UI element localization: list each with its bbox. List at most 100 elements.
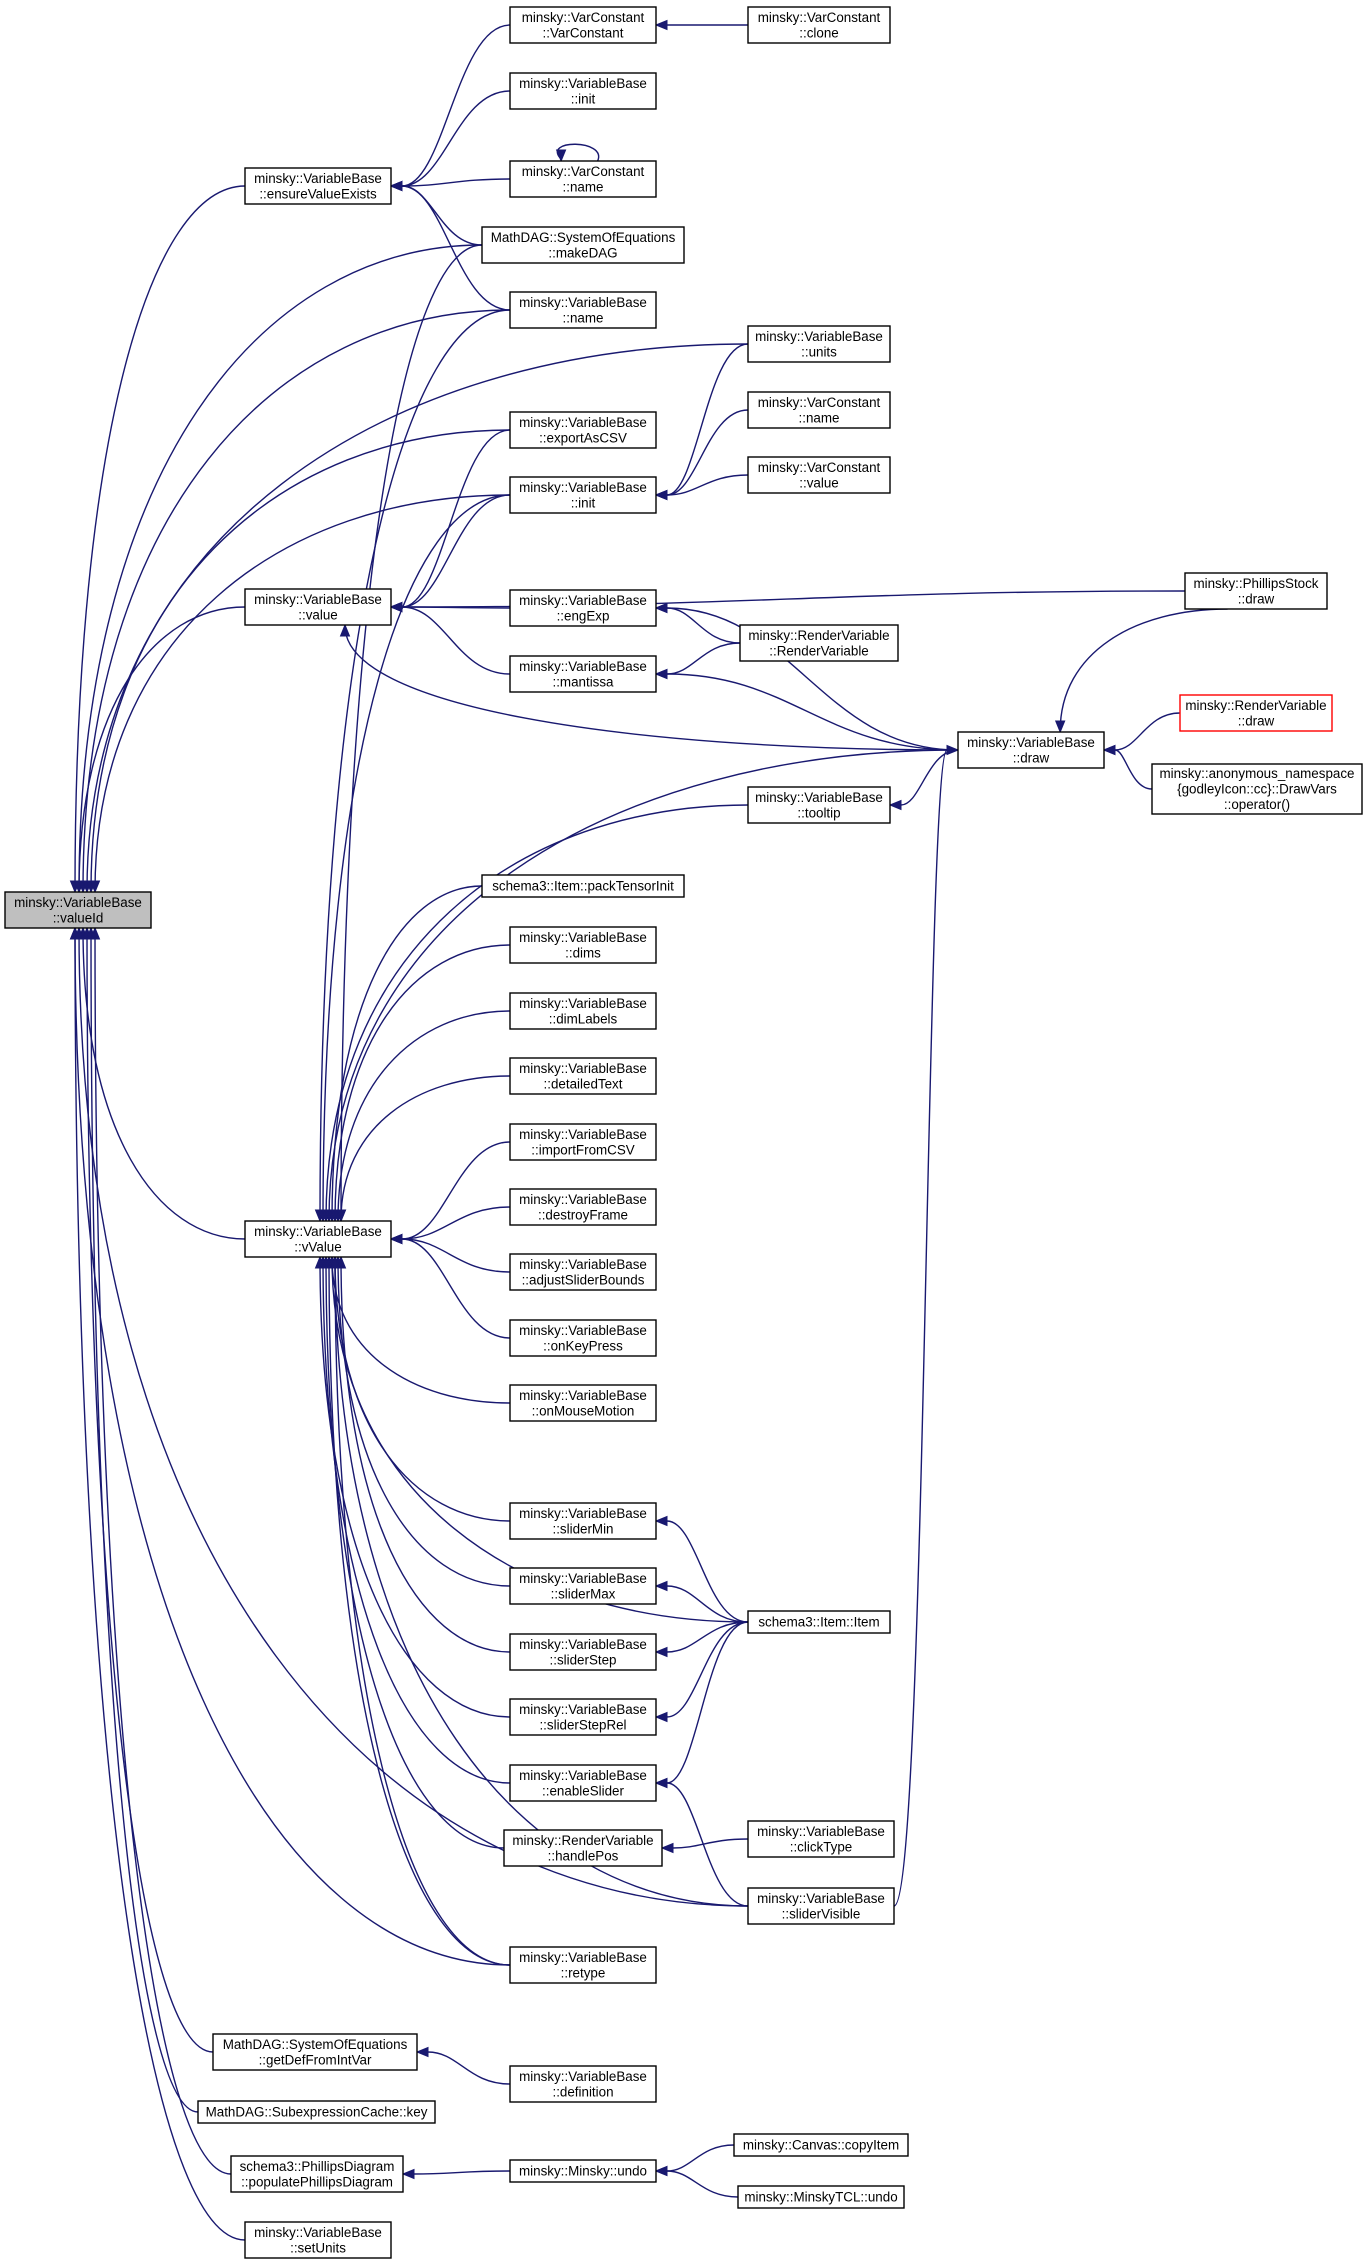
node-adjust-slider-bounds[interactable]: minsky::VariableBase::adjustSliderBounds bbox=[509, 1253, 657, 1291]
node-label-line: minsky::VariableBase bbox=[757, 1824, 885, 1839]
node-dims[interactable]: minsky::VariableBase::dims bbox=[509, 926, 657, 964]
node-label-line: ::dimLabels bbox=[549, 1011, 618, 1026]
call-edge-definition-to-getDefFromIntVar bbox=[415, 2046, 511, 2085]
node-label-line: ::name bbox=[563, 310, 604, 325]
call-edge-vcValue-to-vbInit2 bbox=[654, 474, 749, 501]
node-destroy-frame[interactable]: minsky::VariableBase::destroyFrame bbox=[509, 1188, 657, 1226]
node-label-line: minsky::VariableBase bbox=[519, 295, 647, 310]
call-edge-mantissa-to-value bbox=[389, 601, 511, 675]
node-on-mouse-motion[interactable]: minsky::VariableBase::onMouseMotion bbox=[509, 1384, 657, 1422]
node-label-line: ::destroyFrame bbox=[538, 1207, 628, 1222]
node-dim-labels[interactable]: minsky::VariableBase::dimLabels bbox=[509, 992, 657, 1030]
node-vc-var-constant[interactable]: minsky::VarConstant::VarConstant bbox=[509, 6, 657, 44]
call-edge-vcVarConstant-to-ensureValueExists bbox=[389, 24, 511, 192]
node-label-line: ::engExp bbox=[557, 608, 610, 623]
node-get-def-from-int-var[interactable]: MathDAG::SystemOfEquations::getDefFromIn… bbox=[212, 2033, 418, 2071]
call-edge-phillipsStockDraw-to-vbDraw bbox=[1054, 608, 1228, 734]
call-edge-itemItem-to-enableSlider bbox=[654, 1621, 749, 1789]
call-edge-sliderMax-to-vValue bbox=[332, 1255, 511, 1587]
call-edge-retype-to-vValue bbox=[329, 1255, 511, 1966]
node-export-as-c-s-v[interactable]: minsky::VariableBase::exportAsCSV bbox=[509, 411, 657, 449]
node-eng-exp[interactable]: minsky::VariableBase::engExp bbox=[509, 589, 657, 627]
node-label-line: minsky::VariableBase bbox=[519, 1768, 647, 1783]
node-tooltip[interactable]: minsky::VariableBase::tooltip bbox=[747, 786, 891, 824]
node-vc-name1[interactable]: minsky::VarConstant::name bbox=[509, 160, 657, 198]
call-edge-minskyUndo-to-populatePhillipsDiagram bbox=[401, 2168, 511, 2180]
node-slider-step-rel[interactable]: minsky::VariableBase::sliderStepRel bbox=[509, 1698, 657, 1736]
node-retype[interactable]: minsky::VariableBase::retype bbox=[509, 1946, 657, 1984]
node-label-line: minsky::anonymous_namespace bbox=[1159, 766, 1354, 781]
node-value-id[interactable]: minsky::VariableBase::valueId bbox=[4, 891, 152, 929]
node-label-line: {godleyIcon::cc}::DrawVars bbox=[1177, 782, 1337, 797]
call-edge-vbName-to-ensureValueExists bbox=[389, 180, 511, 311]
call-edge-vcClone-to-vcVarConstant bbox=[654, 19, 748, 31]
call-edge-tclUndo-to-minskyUndo bbox=[654, 2165, 739, 2198]
call-edge-vValue-to-valueId bbox=[77, 926, 246, 1240]
node-tcl-undo[interactable]: minsky::MinskyTCL::undo bbox=[737, 2185, 905, 2209]
node-slider-max[interactable]: minsky::VariableBase::sliderMax bbox=[509, 1567, 657, 1605]
node-click-type[interactable]: minsky::VariableBase::clickType bbox=[747, 1820, 895, 1858]
node-label-line: ::sliderVisible bbox=[782, 1906, 861, 1921]
node-label-line: ::clone bbox=[799, 25, 838, 40]
node-handle-pos[interactable]: minsky::RenderVariable::handlePos bbox=[503, 1829, 663, 1867]
node-label-line: ::onKeyPress bbox=[543, 1338, 623, 1353]
node-ensure-value-exists[interactable]: minsky::VariableBase::ensureValueExists bbox=[244, 167, 392, 205]
call-edge-itemItem-to-sliderStep bbox=[654, 1621, 749, 1658]
node-vc-value[interactable]: minsky::VarConstant::value bbox=[747, 456, 891, 494]
node-on-key-press[interactable]: minsky::VariableBase::onKeyPress bbox=[509, 1319, 657, 1357]
node-label-line: minsky::RenderVariable bbox=[748, 628, 889, 643]
node-vb-init2[interactable]: minsky::VariableBase::init bbox=[509, 476, 657, 514]
node-phillips-stock-draw[interactable]: minsky::PhillipsStock::draw bbox=[1184, 572, 1328, 610]
node-copy-item[interactable]: minsky::Canvas::copyItem bbox=[733, 2133, 909, 2157]
node-value[interactable]: minsky::VariableBase::value bbox=[244, 588, 392, 626]
node-make-d-a-g[interactable]: MathDAG::SystemOfEquations::makeDAG bbox=[481, 226, 685, 264]
node-label-line: minsky::RenderVariable bbox=[512, 1833, 653, 1848]
node-label-line: schema3::PhillipsDiagram bbox=[240, 2159, 395, 2174]
call-edge-destroyFrame-to-vValue bbox=[389, 1206, 511, 1245]
call-edge-vbDraw-to-value bbox=[339, 623, 959, 751]
call-edge-dims-to-vValue bbox=[329, 944, 511, 1223]
node-label-line: minsky::VariableBase bbox=[519, 659, 647, 674]
node-label-line: minsky::VarConstant bbox=[758, 460, 881, 475]
node-label-line: minsky::VariableBase bbox=[519, 76, 647, 91]
call-edge-enableSlider-to-vValue bbox=[317, 1255, 511, 1784]
node-draw-vars-op[interactable]: minsky::anonymous_namespace{godleyIcon::… bbox=[1151, 763, 1363, 815]
node-minsky-undo[interactable]: minsky::Minsky::undo bbox=[509, 2159, 657, 2183]
node-rv-draw[interactable]: minsky::RenderVariable::draw bbox=[1179, 694, 1333, 732]
node-set-units[interactable]: minsky::VariableBase::setUnits bbox=[244, 2221, 392, 2259]
node-definition[interactable]: minsky::VariableBase::definition bbox=[509, 2065, 657, 2103]
node-vb-init1[interactable]: minsky::VariableBase::init bbox=[509, 72, 657, 110]
node-import-from-c-s-v[interactable]: minsky::VariableBase::importFromCSV bbox=[509, 1123, 657, 1161]
node-label-line: minsky::VariableBase bbox=[519, 1702, 647, 1717]
node-label-line: ::importFromCSV bbox=[531, 1142, 634, 1157]
node-slider-visible[interactable]: minsky::VariableBase::sliderVisible bbox=[747, 1887, 895, 1925]
node-v-value[interactable]: minsky::VariableBase::vValue bbox=[244, 1220, 392, 1258]
node-label-line: ::definition bbox=[552, 2084, 613, 2099]
node-label-line: ::units bbox=[801, 344, 837, 359]
node-label-line: ::handlePos bbox=[548, 1848, 619, 1863]
node-vb-draw[interactable]: minsky::VariableBase::draw bbox=[957, 731, 1105, 769]
node-vb-units[interactable]: minsky::VariableBase::units bbox=[747, 325, 891, 363]
node-item-item[interactable]: schema3::Item::Item bbox=[747, 1610, 891, 1634]
node-pack-tensor-init[interactable]: schema3::Item::packTensorInit bbox=[481, 874, 685, 898]
node-detailed-text[interactable]: minsky::VariableBase::detailedText bbox=[509, 1057, 657, 1095]
node-slider-min[interactable]: minsky::VariableBase::sliderMin bbox=[509, 1502, 657, 1540]
node-label-line: minsky::VariableBase bbox=[519, 1571, 647, 1586]
node-slider-step[interactable]: minsky::VariableBase::sliderStep bbox=[509, 1633, 657, 1671]
node-vc-name2[interactable]: minsky::VarConstant::name bbox=[747, 391, 891, 429]
node-populate-phillips-diagram[interactable]: schema3::PhillipsDiagram::populatePhilli… bbox=[230, 2155, 404, 2193]
node-rv-ctor[interactable]: minsky::RenderVariable::RenderVariable bbox=[739, 624, 899, 662]
node-label-line: minsky::VariableBase bbox=[757, 1891, 885, 1906]
node-label-line: minsky::VarConstant bbox=[758, 10, 881, 25]
node-label-line: ::sliderMax bbox=[551, 1586, 616, 1601]
node-label-line: minsky::VariableBase bbox=[254, 1224, 382, 1239]
node-enable-slider[interactable]: minsky::VariableBase::enableSlider bbox=[509, 1764, 657, 1802]
node-cache-key[interactable]: MathDAG::SubexpressionCache::key bbox=[197, 2100, 436, 2124]
node-vb-name[interactable]: minsky::VariableBase::name bbox=[509, 291, 657, 329]
call-edge-vbDraw-to-mantissa bbox=[654, 668, 959, 751]
node-label-line: ::clickType bbox=[790, 1839, 853, 1854]
node-mantissa[interactable]: minsky::VariableBase::mantissa bbox=[509, 655, 657, 693]
node-vc-clone[interactable]: minsky::VarConstant::clone bbox=[747, 6, 891, 44]
node-label-line: ::draw bbox=[1238, 591, 1275, 606]
call-edge-sliderMin-to-vValue bbox=[329, 1255, 511, 1522]
